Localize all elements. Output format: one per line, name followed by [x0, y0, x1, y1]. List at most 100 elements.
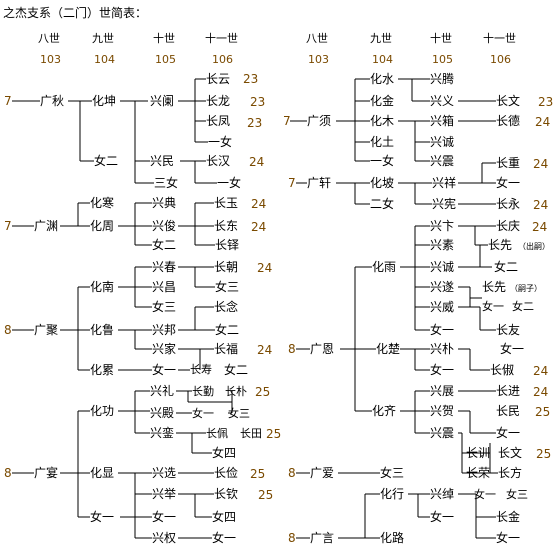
annotation-note: （嗣子）: [510, 284, 542, 293]
gen-num-right-8: 103: [308, 53, 329, 66]
person-name: 广秋: [40, 94, 65, 108]
person-name: 女三: [506, 488, 528, 501]
person-name: 长寿: [190, 363, 212, 376]
lineage-number: 24: [533, 364, 549, 378]
person-name: 兴春: [152, 260, 177, 274]
person-name: 长云: [206, 72, 231, 86]
person-name: 兴诚: [430, 260, 455, 274]
person-name: 兴贺: [430, 404, 455, 418]
person-name: 女四: [212, 446, 237, 460]
person-name: 兴祥: [432, 176, 457, 190]
annotation-note: （出嗣）: [518, 242, 550, 251]
person-name: 兴遂: [430, 280, 455, 294]
person-name: 化土: [370, 135, 395, 149]
gen-label-right-10: 十世: [430, 32, 452, 45]
person-name: 长玉: [214, 196, 239, 210]
person-name: 长田: [240, 427, 262, 440]
person-name: 兴家: [152, 342, 177, 356]
person-name: 女一: [152, 363, 177, 377]
gen-num-left-8: 103: [40, 53, 61, 66]
person-name: 化累: [90, 363, 115, 377]
person-name: 长福: [214, 342, 239, 356]
person-name: 长文: [496, 94, 521, 108]
person-name: 化路: [380, 531, 405, 545]
person-name: 兴銮: [150, 426, 175, 440]
person-name: 兴素: [430, 238, 455, 252]
person-name: 女三: [215, 280, 240, 294]
person-name: 化木: [370, 114, 395, 128]
lineage-number: 25: [255, 385, 271, 399]
person-name: 长先: [482, 280, 507, 294]
lineage-number: 24: [257, 261, 273, 275]
person-name: 女一: [496, 426, 521, 440]
person-name: 女二: [512, 300, 534, 313]
person-name: 兴昌: [152, 280, 177, 294]
lineage-number: 8: [4, 323, 12, 337]
gen-label-right-9: 九世: [370, 32, 392, 45]
person-name: 兴民: [150, 154, 175, 168]
person-name: 长钦: [214, 487, 239, 501]
person-name: 三女: [154, 176, 179, 190]
gen-num-right-11: 106: [490, 53, 511, 66]
person-name: 长龙: [206, 94, 231, 108]
person-name: 兴阑: [150, 94, 175, 108]
lineage-number: 24: [532, 220, 548, 234]
lineage-number: 25: [266, 427, 282, 441]
person-name: 兴典: [152, 196, 177, 210]
person-name: 化显: [90, 466, 115, 480]
person-name: 广聚: [34, 323, 59, 337]
person-name: 兴邦: [152, 323, 177, 337]
person-name: 化坡: [370, 176, 395, 190]
gen-label-left-10: 十世: [153, 32, 175, 45]
person-name: 长东: [214, 219, 239, 233]
person-name: 化南: [90, 280, 115, 294]
person-name: 长荣: [466, 466, 491, 480]
person-name: 女二: [94, 154, 119, 168]
page-title: 之杰支系（二门）世简表：: [3, 6, 148, 20]
person-name: 女三: [152, 300, 177, 314]
person-name: 兴箱: [430, 114, 455, 128]
person-name: 广须: [307, 114, 332, 128]
lineage-number: 24: [251, 220, 267, 234]
person-name: 长凤: [206, 114, 231, 128]
person-name: 长进: [496, 384, 521, 398]
person-name: 长训: [466, 446, 491, 460]
person-name: 女一: [212, 531, 237, 545]
lineage-number: 23: [243, 72, 259, 86]
person-name: 兴义: [430, 94, 455, 108]
lineage-number: 25: [535, 405, 551, 419]
gen-num-right-9: 104: [372, 53, 393, 66]
person-name: 女二: [215, 323, 240, 337]
person-name: 兴诚: [430, 135, 455, 149]
person-name: 女二: [494, 260, 519, 274]
lineage-number: 25: [536, 447, 552, 461]
person-name: 一女: [208, 135, 233, 149]
person-name: 长文: [498, 446, 523, 460]
person-name: 长朴: [225, 385, 247, 398]
person-name: 化功: [90, 404, 115, 418]
person-name: 一女: [217, 176, 242, 190]
gen-label-right-11: 十一世: [483, 32, 516, 45]
person-name: 长俶: [490, 363, 515, 377]
person-name: 兴卞: [430, 219, 455, 233]
person-name: 长先: [488, 238, 513, 252]
person-name: 女一: [482, 300, 504, 313]
person-name: 广宴: [34, 466, 59, 480]
gen-label-left-9: 九世: [92, 32, 114, 45]
gen-num-left-10: 105: [155, 53, 176, 66]
person-name: 女二: [152, 238, 177, 252]
lineage-number: 24: [533, 198, 549, 212]
lineage-number: 23: [250, 95, 266, 109]
person-name: 广渊: [34, 219, 59, 233]
person-name: 化楚: [376, 342, 401, 356]
person-name: 女一: [474, 488, 496, 501]
person-name: 广言: [310, 531, 335, 545]
person-name: 女一: [496, 176, 521, 190]
lineage-number: 24: [251, 197, 267, 211]
person-name: 女二: [224, 363, 249, 377]
person-name: 长俭: [214, 466, 239, 480]
person-name: 女一: [430, 323, 455, 337]
person-name: 化寒: [90, 196, 115, 210]
person-name: 女四: [212, 510, 237, 524]
lineage-number: 8: [288, 466, 296, 480]
